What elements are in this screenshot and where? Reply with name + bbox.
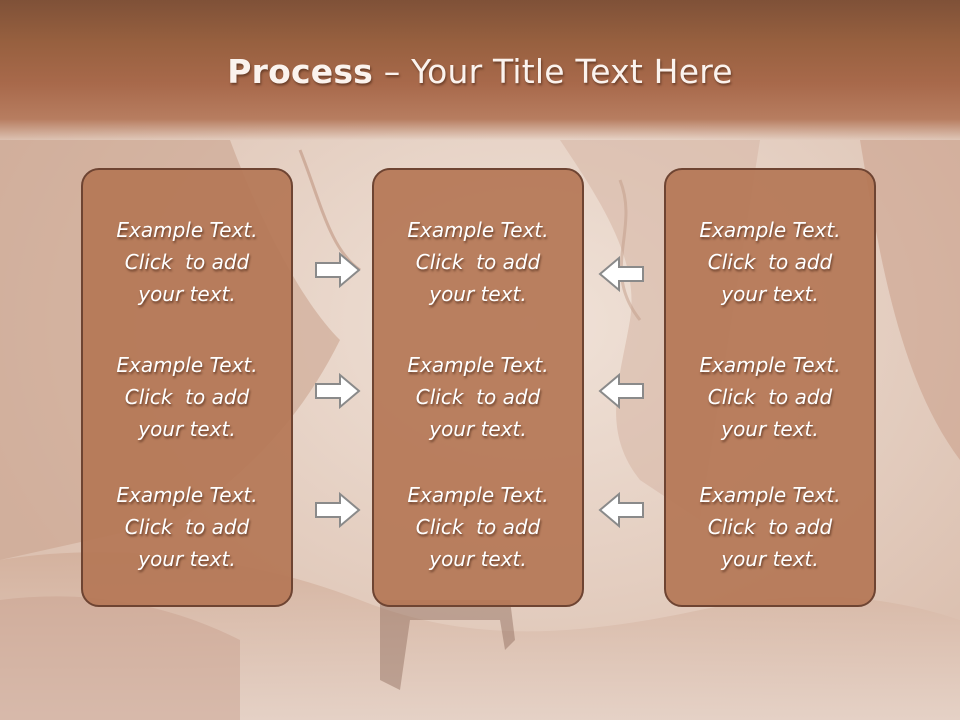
text-block[interactable]: Example Text. Click to add your text. bbox=[666, 479, 874, 575]
text-line: Example Text. bbox=[407, 483, 549, 507]
text-line: your text. bbox=[138, 417, 236, 441]
text-line: Click to add bbox=[707, 515, 833, 539]
text-line: Click to add bbox=[707, 385, 833, 409]
text-line: Click to add bbox=[124, 250, 250, 274]
text-line: Example Text. bbox=[407, 218, 549, 242]
text-block[interactable]: Example Text. Click to add your text. bbox=[374, 479, 582, 575]
text-line: Click to add bbox=[415, 250, 541, 274]
text-line: Example Text. bbox=[116, 483, 258, 507]
text-line: your text. bbox=[429, 282, 527, 306]
right-arrow-icon[interactable] bbox=[314, 490, 362, 530]
text-line: your text. bbox=[138, 547, 236, 571]
text-line: your text. bbox=[429, 547, 527, 571]
text-block[interactable]: Example Text. Click to add your text. bbox=[666, 349, 874, 445]
process-box-right[interactable]: Example Text. Click to add your text. Ex… bbox=[664, 168, 876, 607]
title-bold-text: Process bbox=[227, 52, 374, 91]
process-box-center[interactable]: Example Text. Click to add your text. Ex… bbox=[372, 168, 584, 607]
text-line: Example Text. bbox=[699, 218, 841, 242]
text-block[interactable]: Example Text. Click to add your text. bbox=[83, 349, 291, 445]
text-block[interactable]: Example Text. Click to add your text. bbox=[83, 214, 291, 310]
process-box-left[interactable]: Example Text. Click to add your text. Ex… bbox=[81, 168, 293, 607]
right-arrow-icon[interactable] bbox=[314, 250, 362, 290]
text-block[interactable]: Example Text. Click to add your text. bbox=[83, 479, 291, 575]
text-line: Example Text. bbox=[407, 353, 549, 377]
title-rest-text: – Your Title Text Here bbox=[373, 52, 733, 91]
text-line: Example Text. bbox=[116, 353, 258, 377]
left-arrow-icon[interactable] bbox=[597, 371, 645, 411]
text-block[interactable]: Example Text. Click to add your text. bbox=[374, 214, 582, 310]
text-line: Example Text. bbox=[699, 353, 841, 377]
text-line: your text. bbox=[721, 547, 819, 571]
text-line: Click to add bbox=[124, 515, 250, 539]
right-arrow-icon[interactable] bbox=[314, 371, 362, 411]
slide-title: Process – Your Title Text Here bbox=[0, 52, 960, 91]
text-line: Example Text. bbox=[699, 483, 841, 507]
text-line: your text. bbox=[429, 417, 527, 441]
text-line: Click to add bbox=[124, 385, 250, 409]
text-line: Example Text. bbox=[116, 218, 258, 242]
text-line: Click to add bbox=[415, 515, 541, 539]
text-block[interactable]: Example Text. Click to add your text. bbox=[374, 349, 582, 445]
text-line: your text. bbox=[721, 417, 819, 441]
text-line: your text. bbox=[721, 282, 819, 306]
text-line: Click to add bbox=[707, 250, 833, 274]
text-line: Click to add bbox=[415, 385, 541, 409]
text-block[interactable]: Example Text. Click to add your text. bbox=[666, 214, 874, 310]
title-band bbox=[0, 0, 960, 140]
left-arrow-icon[interactable] bbox=[597, 254, 645, 294]
text-line: your text. bbox=[138, 282, 236, 306]
left-arrow-icon[interactable] bbox=[597, 490, 645, 530]
